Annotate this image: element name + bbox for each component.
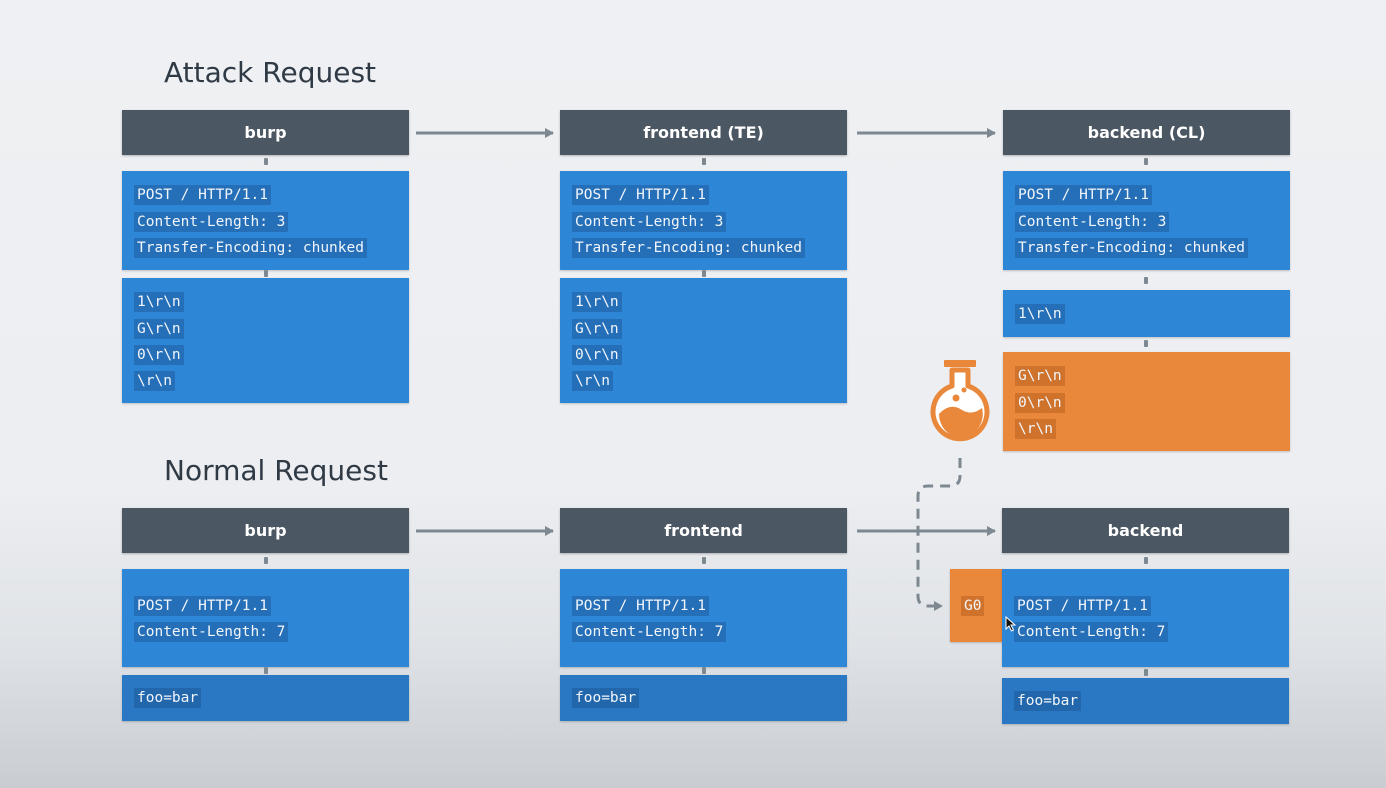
- connector-dot: [702, 158, 706, 165]
- attack-frontend-headers-block: POST / HTTP/1.1 Content-Length: 3 Transf…: [560, 171, 847, 270]
- code-line: G0: [961, 596, 985, 616]
- normal-backend-body-block: foo=bar: [1002, 678, 1289, 724]
- connector-dot: [1144, 158, 1148, 165]
- attack-burp-header: burp: [122, 110, 409, 155]
- connector-dot: [264, 557, 268, 564]
- code-line: POST / HTTP/1.1: [572, 596, 709, 616]
- code-line: 0\r\n: [134, 345, 184, 365]
- code-line: Content-Length: 3: [1015, 212, 1170, 232]
- code-line: G\r\n: [134, 319, 184, 339]
- code-line: G\r\n: [1015, 366, 1065, 386]
- normal-burp-header: burp: [122, 508, 409, 553]
- normal-frontend-headers-block: POST / HTTP/1.1 Content-Length: 7: [560, 569, 847, 667]
- code-line: \r\n: [134, 371, 175, 391]
- flask-icon: [930, 360, 990, 442]
- connector-dot: [264, 270, 268, 277]
- code-line: 0\r\n: [572, 345, 622, 365]
- attack-burp-headers-block: POST / HTTP/1.1 Content-Length: 3 Transf…: [122, 171, 409, 270]
- code-line: \r\n: [1015, 419, 1056, 439]
- normal-burp-body-block: foo=bar: [122, 675, 409, 721]
- code-line: 0\r\n: [1015, 393, 1065, 413]
- attack-backend-poison-block: G\r\n 0\r\n \r\n: [1003, 352, 1290, 451]
- code-line: POST / HTTP/1.1: [1014, 596, 1151, 616]
- normal-frontend-body-block: foo=bar: [560, 675, 847, 721]
- code-line: 1\r\n: [572, 292, 622, 312]
- code-line: Transfer-Encoding: chunked: [134, 238, 367, 258]
- code-line: POST / HTTP/1.1: [134, 596, 271, 616]
- code-line: POST / HTTP/1.1: [1015, 185, 1152, 205]
- connector-dot: [264, 667, 268, 674]
- connector-dot: [1144, 669, 1148, 676]
- connector-dot: [1144, 277, 1148, 284]
- connector-dot: [1144, 557, 1148, 564]
- attack-burp-body-block: 1\r\n G\r\n 0\r\n \r\n: [122, 278, 409, 403]
- attack-backend-header: backend (CL): [1003, 110, 1290, 155]
- poison-path-dashed: [916, 458, 962, 611]
- code-line: Content-Length: 7: [572, 622, 727, 642]
- attack-frontend-body-block: 1\r\n G\r\n 0\r\n \r\n: [560, 278, 847, 403]
- code-line: foo=bar: [134, 688, 202, 708]
- code-line: Content-Length: 7: [1014, 622, 1169, 642]
- connector-dot: [702, 667, 706, 674]
- code-line: Transfer-Encoding: chunked: [572, 238, 805, 258]
- code-line: Content-Length: 3: [572, 212, 727, 232]
- code-line: foo=bar: [1014, 691, 1082, 711]
- code-line: Content-Length: 3: [134, 212, 289, 232]
- code-line: Transfer-Encoding: chunked: [1015, 238, 1248, 258]
- connector-dot: [702, 557, 706, 564]
- attack-backend-headers-block: POST / HTTP/1.1 Content-Length: 3 Transf…: [1003, 171, 1290, 270]
- connector-dot: [1144, 340, 1148, 347]
- code-line: G\r\n: [572, 319, 622, 339]
- normal-burp-headers-block: POST / HTTP/1.1 Content-Length: 7: [122, 569, 409, 667]
- normal-frontend-header: frontend: [560, 508, 847, 553]
- code-line: foo=bar: [572, 688, 640, 708]
- attack-backend-body-block: 1\r\n: [1003, 290, 1290, 337]
- poison-prefix-block: G0: [950, 569, 1002, 642]
- code-line: POST / HTTP/1.1: [572, 185, 709, 205]
- connector-dot: [702, 270, 706, 277]
- code-line: Content-Length: 7: [134, 622, 289, 642]
- normal-backend-headers-block: POST / HTTP/1.1 Content-Length: 7: [1002, 569, 1289, 667]
- normal-backend-header: backend: [1002, 508, 1289, 553]
- code-line: 1\r\n: [1015, 304, 1065, 324]
- code-line: POST / HTTP/1.1: [134, 185, 271, 205]
- attack-frontend-header: frontend (TE): [560, 110, 847, 155]
- code-line: \r\n: [572, 371, 613, 391]
- cursor-icon: [1005, 616, 1017, 632]
- normal-section-title: Normal Request: [164, 454, 388, 487]
- attack-section-title: Attack Request: [164, 56, 377, 89]
- connector-dot: [264, 158, 268, 165]
- code-line: 1\r\n: [134, 292, 184, 312]
